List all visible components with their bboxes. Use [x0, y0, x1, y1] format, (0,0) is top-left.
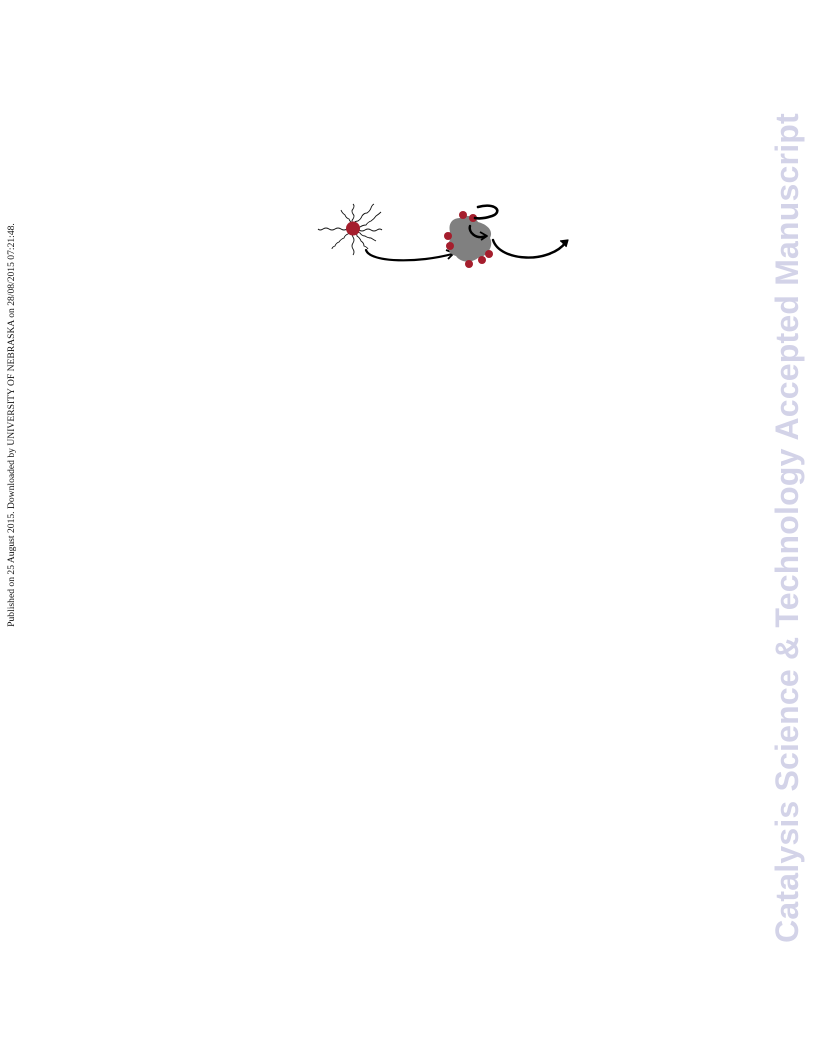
micelle-icon	[318, 204, 382, 255]
download-notice: Published on 25 August 2015. Downloaded …	[6, 195, 18, 655]
outgoing-arrow-icon	[493, 240, 568, 258]
journal-watermark: Catalysis Science & Technology Accepted …	[767, 108, 807, 948]
curved-arrow-icon	[366, 250, 454, 260]
graphical-abstract-figure	[300, 180, 590, 280]
supported-nanoparticle-icon	[444, 211, 493, 268]
